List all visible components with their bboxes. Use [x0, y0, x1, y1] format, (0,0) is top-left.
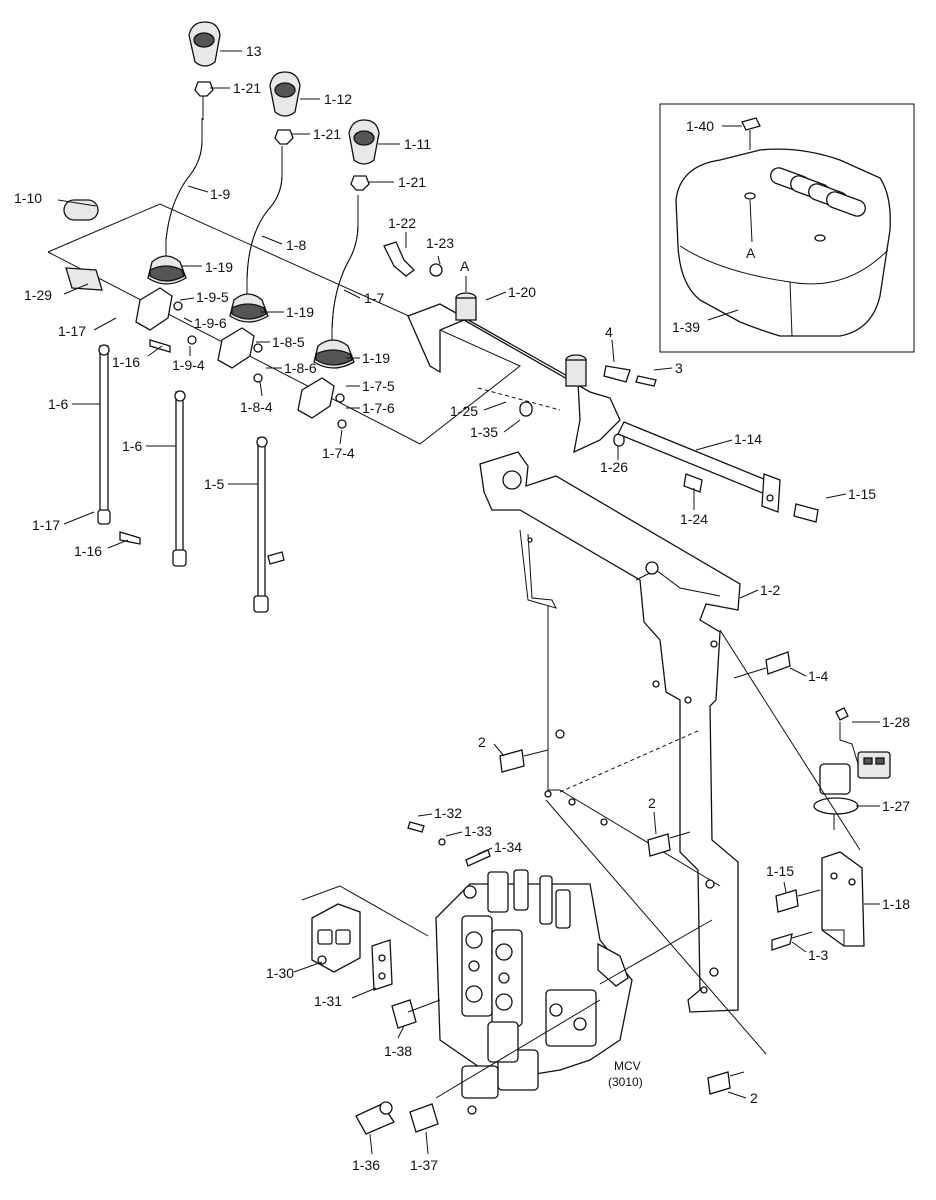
linkage-rods — [97, 339, 285, 613]
callout-1-19: 1-19 — [362, 350, 390, 366]
control-valve-mcv — [435, 869, 633, 1115]
callout-1-7-5: 1-7-5 — [362, 378, 395, 394]
callout-1-7-4: 1-7-4 — [322, 445, 355, 461]
lever-1-9 — [147, 118, 203, 285]
callout-1-27: 1-27 — [882, 798, 910, 814]
callout-1-24: 1-24 — [680, 511, 708, 527]
inset-callout-1-40: 1-40 — [686, 118, 714, 134]
callout-1-31: 1-31 — [314, 993, 342, 1009]
callout-1-9-4: 1-9-4 — [172, 357, 205, 373]
callout-1-17: 1-17 — [58, 323, 86, 339]
callout-4: 4 — [605, 324, 613, 340]
lever-knob-13 — [188, 21, 221, 120]
callout-1-8: 1-8 — [286, 237, 306, 253]
inset-callout-a: A — [746, 245, 756, 261]
callout-1-37: 1-37 — [410, 1157, 438, 1173]
callout-1-16: 1-16 — [74, 543, 102, 559]
callout-1-3: 1-3 — [808, 947, 828, 963]
callout-1-36: 1-36 — [352, 1157, 380, 1173]
callout-1-21: 1-21 — [233, 80, 261, 96]
inset-callout-1-39: 1-39 — [672, 319, 700, 335]
callout-1-2: 1-2 — [760, 582, 780, 598]
inset-box — [659, 103, 915, 353]
callout-mcv-number: (3010) — [608, 1075, 643, 1089]
callout-1-17: 1-17 — [32, 517, 60, 533]
callout-1-15: 1-15 — [766, 863, 794, 879]
lever-pivots — [65, 267, 347, 429]
callout-1-7: 1-7 — [364, 290, 384, 306]
callout-1-35: 1-35 — [470, 424, 498, 440]
callout-1-8-5: 1-8-5 — [272, 334, 305, 350]
leader-lines — [57, 50, 880, 1155]
callout-1-21: 1-21 — [398, 174, 426, 190]
bolts — [407, 651, 821, 1095]
callout-1-33: 1-33 — [464, 823, 492, 839]
callout-1-9: 1-9 — [210, 186, 230, 202]
callout-1-16: 1-16 — [112, 354, 140, 370]
callout-1-11: 1-11 — [404, 136, 431, 152]
callout-1-22: 1-22 — [388, 215, 416, 231]
plate-1-30 — [301, 885, 429, 991]
callout-1-26: 1-26 — [600, 459, 628, 475]
main-frame-1-2 — [477, 387, 741, 1013]
callout-1-7-6: 1-7-6 — [362, 400, 395, 416]
callout-1-9-6: 1-9-6 — [194, 315, 227, 331]
callout-1-9-5: 1-9-5 — [196, 289, 229, 305]
callout-1-32: 1-32 — [434, 805, 462, 821]
cap-1-10 — [63, 199, 99, 221]
callout-1-21: 1-21 — [313, 126, 341, 142]
callout-mcv: MCV — [614, 1059, 641, 1073]
callout-1-12: 1-12 — [324, 91, 352, 107]
shaft-1-14 — [617, 421, 819, 523]
callout-1-5: 1-5 — [204, 476, 224, 492]
lever-1-7 — [313, 195, 359, 369]
callout-1-6: 1-6 — [122, 438, 142, 454]
callout-1-29: 1-29 — [24, 287, 52, 303]
bracket-1-18 — [821, 851, 865, 947]
callout-1-25: 1-25 — [450, 403, 478, 419]
callout-1-10: 1-10 — [14, 190, 42, 206]
callout-2: 2 — [648, 795, 656, 811]
callout-13: 13 — [246, 43, 262, 59]
bracket-1-20 — [383, 241, 657, 454]
callout-1-23: 1-23 — [426, 235, 454, 251]
fittings — [355, 999, 439, 1135]
callout-1-14: 1-14 — [734, 431, 762, 447]
lever-knob-1-12 — [269, 71, 301, 145]
callout-1-28: 1-28 — [882, 714, 910, 730]
callout-1-19: 1-19 — [205, 259, 233, 275]
callout-1-6: 1-6 — [48, 396, 68, 412]
callout-1-4: 1-4 — [808, 668, 828, 684]
callout-1-18: 1-18 — [882, 896, 910, 912]
lever-1-8 — [229, 146, 283, 323]
callout-1-19: 1-19 — [286, 304, 314, 320]
callout-1-20: 1-20 — [508, 284, 536, 300]
sensor-1-27 — [813, 707, 891, 830]
callout-3: 3 — [675, 360, 683, 376]
callout-2: 2 — [478, 734, 486, 750]
callout-labels: 13 1-21 1-12 1-21 1-11 1-21 1-10 1-9 1-8… — [14, 43, 910, 1173]
callout-1-15: 1-15 — [848, 486, 876, 502]
callout-1-38: 1-38 — [384, 1043, 412, 1059]
callout-1-30: 1-30 — [266, 965, 294, 981]
callout-2: 2 — [750, 1090, 758, 1106]
callout-a: A — [460, 258, 470, 274]
lever-knob-1-11 — [348, 119, 380, 191]
callout-1-34: 1-34 — [494, 839, 522, 855]
callout-1-8-4: 1-8-4 — [240, 399, 273, 415]
callout-1-8-6: 1-8-6 — [284, 360, 317, 376]
